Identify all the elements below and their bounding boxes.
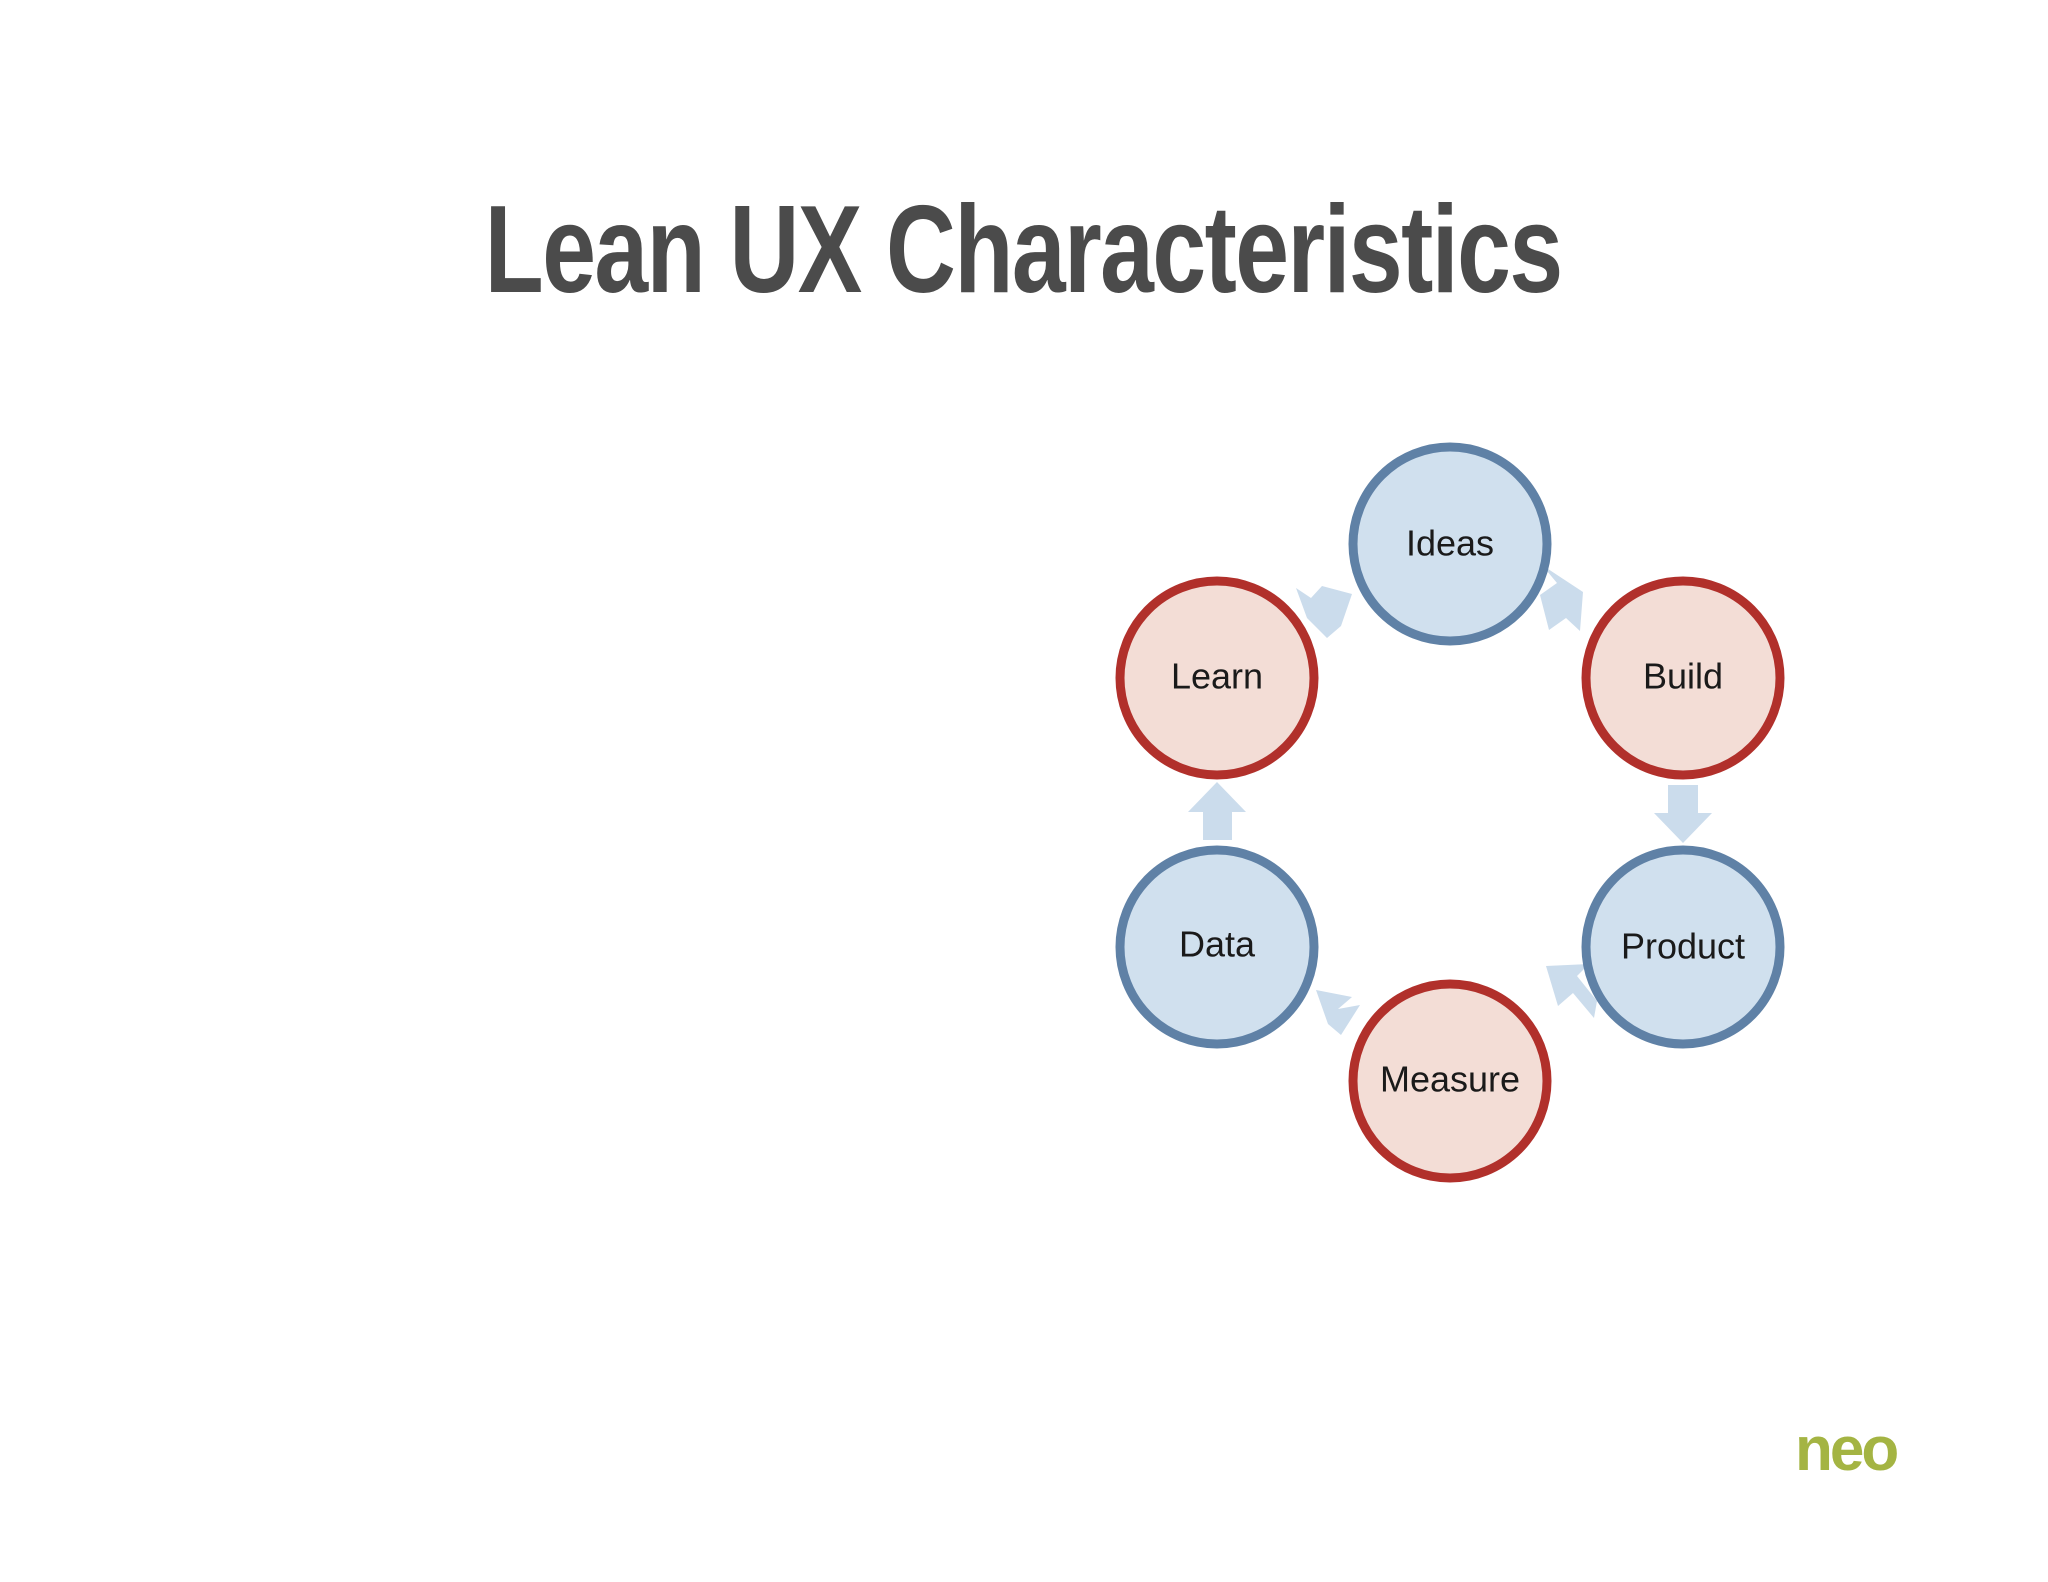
arrow-measure-to-data xyxy=(1316,990,1360,1035)
arrow-ideas-to-build xyxy=(1540,565,1583,631)
node-measure-label: Measure xyxy=(1380,1059,1520,1100)
node-ideas-circle xyxy=(1348,442,1552,646)
slide-title: Lean UX Characteristics xyxy=(484,181,1563,319)
node-data-label: Data xyxy=(1179,924,1256,965)
node-measure-circle xyxy=(1348,979,1552,1183)
node-product-circle xyxy=(1581,845,1785,1049)
neo-logo: neo xyxy=(1795,1415,1925,1485)
arrow-data-to-learn xyxy=(1188,782,1246,840)
arrow-product-to-measure xyxy=(1546,964,1597,1018)
neo-logo-text: neo xyxy=(1795,1415,1899,1484)
arrow-learn-to-ideas xyxy=(1296,586,1352,638)
node-build-circle xyxy=(1581,576,1785,780)
node-data-circle xyxy=(1115,845,1319,1049)
node-data: Data xyxy=(1115,845,1319,1049)
node-learn-label: Learn xyxy=(1171,656,1263,697)
node-measure: Measure xyxy=(1348,979,1552,1183)
node-learn: Learn xyxy=(1115,576,1319,780)
node-product: Product xyxy=(1581,845,1785,1049)
arrow-build-to-product xyxy=(1654,785,1712,843)
node-build: Build xyxy=(1581,576,1785,780)
node-learn-circle xyxy=(1115,576,1319,780)
node-ideas-label: Ideas xyxy=(1406,523,1494,564)
node-build-label: Build xyxy=(1643,656,1723,697)
node-ideas: Ideas xyxy=(1348,442,1552,646)
node-product-label: Product xyxy=(1621,926,1745,967)
cycle-arrows xyxy=(1188,565,1712,1035)
